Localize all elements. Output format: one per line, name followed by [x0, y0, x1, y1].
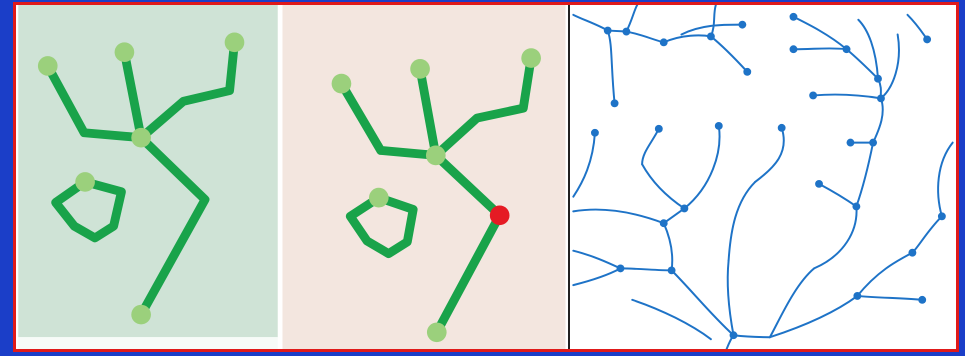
node-top-leaf — [410, 59, 430, 79]
river-segment — [726, 259, 735, 337]
river-junction — [852, 202, 861, 211]
river-segment — [768, 294, 859, 339]
panel-network-with-split-node — [280, 5, 568, 349]
river-junction — [777, 123, 786, 132]
edge-cycle-loop — [345, 193, 418, 259]
node-top-leaf — [114, 42, 135, 63]
river-junction — [654, 124, 663, 133]
river-segment — [812, 93, 882, 100]
river-junction — [789, 45, 798, 54]
river-segment — [856, 294, 924, 301]
river-junction — [667, 266, 676, 275]
node-bottom-leaf — [426, 322, 447, 343]
river-junction — [616, 264, 625, 273]
edge-cycle-loop — [51, 177, 126, 243]
edge-top-branch — [415, 64, 441, 160]
node-hub — [131, 127, 151, 148]
river-junction — [937, 212, 946, 221]
river-junction — [680, 204, 689, 213]
node-right-leaf — [521, 48, 541, 68]
node-split-highlight — [489, 205, 510, 226]
river-junction — [923, 35, 932, 44]
edge-top-branch — [119, 47, 146, 143]
river-segment — [792, 47, 848, 51]
node-right-leaf — [224, 32, 245, 53]
node-bottom-leaf — [131, 304, 151, 325]
edge-main-trunk — [136, 133, 210, 320]
edge-right-branch — [431, 53, 536, 160]
node-cycle — [368, 187, 389, 208]
river-segment — [662, 207, 686, 225]
river-network — [572, 5, 954, 349]
network-graph-2 — [282, 5, 566, 349]
edge-right-branch — [136, 37, 239, 143]
network-graph-1 — [18, 5, 278, 349]
river-segment — [680, 23, 744, 36]
river-junction — [877, 94, 885, 103]
edge-left-branch — [43, 61, 146, 143]
river-segment — [727, 180, 757, 262]
panel1-bottom-strip — [18, 337, 278, 349]
river-segment — [768, 267, 816, 339]
river-segment — [572, 131, 596, 198]
river-segment — [855, 141, 875, 208]
river-junction — [846, 138, 855, 147]
river-segment — [683, 124, 721, 210]
river-junction — [738, 20, 747, 29]
river-junction — [610, 99, 619, 108]
river-junction — [918, 295, 927, 304]
river-junction — [714, 121, 723, 130]
river-junction — [706, 32, 715, 41]
node-cycle — [75, 172, 95, 192]
panel-original-network — [16, 5, 280, 349]
edge-trunk-upper — [431, 150, 505, 220]
river-junction — [659, 219, 668, 228]
river-junction — [743, 67, 752, 76]
river-junction — [815, 179, 823, 188]
panel-river-network-map — [568, 5, 956, 349]
river-segment — [732, 334, 771, 339]
river-segment — [631, 298, 712, 341]
river-segment — [754, 126, 785, 183]
river-segment — [641, 163, 686, 210]
river-segment — [606, 29, 616, 105]
node-left-leaf — [331, 73, 352, 94]
river-junction — [809, 91, 818, 100]
panel3-background — [573, 5, 953, 349]
river-segment — [572, 208, 665, 225]
river-junction — [659, 38, 668, 47]
figure-frame — [13, 2, 959, 352]
river-segment — [857, 18, 879, 80]
edge-left-branch — [337, 79, 441, 160]
river-junction — [908, 248, 917, 257]
edge-trunk-lower — [432, 210, 505, 337]
river-segment — [937, 141, 954, 218]
node-hub — [425, 145, 446, 166]
river-segment — [670, 269, 735, 337]
river-junction — [853, 291, 862, 300]
panel1-background — [18, 5, 278, 338]
river-segment — [879, 33, 900, 100]
river-junction — [842, 45, 851, 54]
river-junction — [603, 26, 612, 35]
river-junction — [869, 138, 878, 147]
river-junction — [591, 128, 599, 137]
river-junction — [789, 12, 798, 21]
river-junction — [729, 331, 738, 340]
river-junction — [874, 74, 882, 83]
river-segment — [856, 251, 914, 297]
node-left-leaf — [37, 56, 58, 76]
river-segment — [792, 15, 848, 51]
river-segment — [813, 205, 858, 270]
river-junction — [622, 27, 631, 36]
